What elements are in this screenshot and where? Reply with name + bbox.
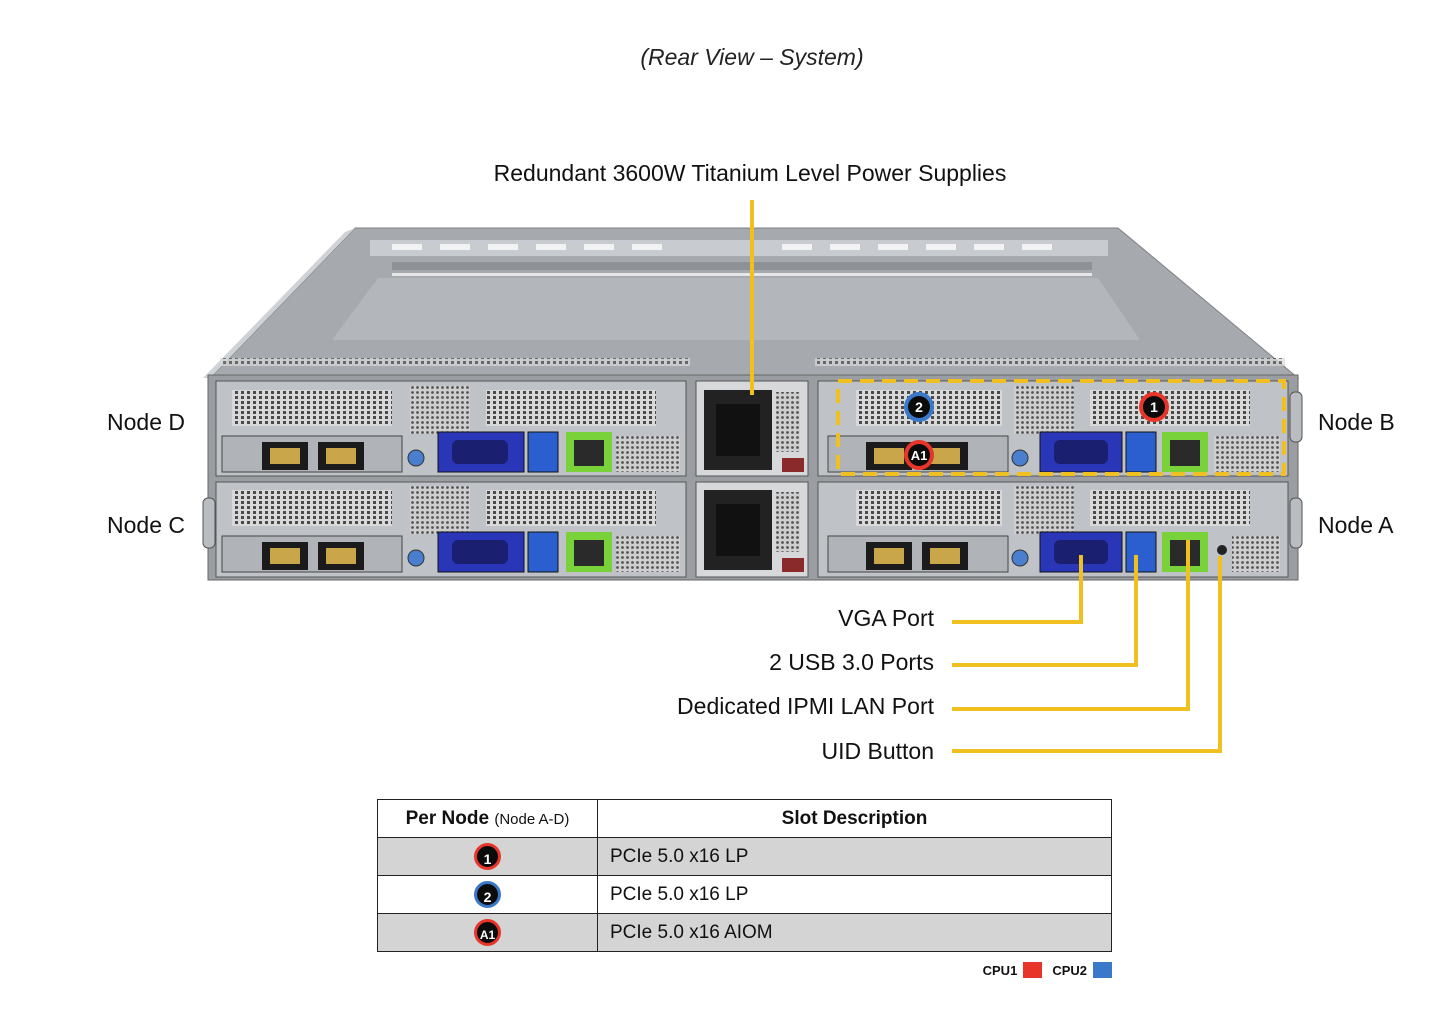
legend-cpu1-swatch xyxy=(1023,962,1043,978)
slot-1-icon: 1 xyxy=(474,843,501,870)
header-slot-description: Slot Description xyxy=(597,799,1112,838)
server-rear-view: 2 1 A1 xyxy=(202,200,1303,753)
psu-top xyxy=(695,380,809,477)
table-header-row: Per Node (Node A-D) Slot Description xyxy=(377,799,1112,838)
svg-text:2: 2 xyxy=(915,399,923,415)
slot-description: PCIe 5.0 x16 LP xyxy=(597,837,1112,876)
node-b-highlight xyxy=(836,379,1286,476)
node-b-label: Node B xyxy=(1318,409,1395,435)
slot-description: PCIe 5.0 x16 AIOM xyxy=(597,913,1112,952)
vga-port-label: VGA Port xyxy=(838,605,934,631)
node-a-panel xyxy=(817,481,1289,578)
slot-description: PCIe 5.0 x16 LP xyxy=(597,875,1112,914)
legend-cpu2-label: CPU2 xyxy=(1052,962,1087,978)
slot-table: Per Node (Node A-D) Slot Description 1 P… xyxy=(377,799,1112,952)
uid-button-label: UID Button xyxy=(821,738,935,764)
slot-badge-2-icon: 2 xyxy=(904,392,934,422)
ipmi-callout-line xyxy=(952,540,1190,711)
node-a-label: Node A xyxy=(1318,512,1394,538)
uid-callout-line xyxy=(952,556,1222,753)
usb-callout-line xyxy=(952,555,1138,667)
slot-badge-1-icon: 1 xyxy=(1139,392,1169,422)
psu-label: Redundant 3600W Titanium Level Power Sup… xyxy=(493,160,1007,186)
node-c-label: Node C xyxy=(107,512,185,538)
vga-callout-line xyxy=(952,555,1083,624)
legend-cpu1-label: CPU1 xyxy=(982,962,1018,978)
psu-bottom xyxy=(695,481,809,578)
node-c-panel xyxy=(215,481,687,578)
header-per-node-sub: (Node A-D) xyxy=(494,810,570,828)
node-d-label: Node D xyxy=(107,409,185,435)
node-d-panel xyxy=(215,380,687,477)
node-b-panel xyxy=(817,380,1289,477)
header-per-node: Per Node (Node A-D) xyxy=(377,799,598,838)
table-row: 2 PCIe 5.0 x16 LP xyxy=(377,875,1112,914)
slot-badge-cell: A1 xyxy=(377,913,598,952)
table-row: A1 PCIe 5.0 x16 AIOM xyxy=(377,913,1112,952)
usb-ports-label: 2 USB 3.0 Ports xyxy=(769,649,934,675)
slot-badge-cell: 1 xyxy=(377,837,598,876)
slot-a1-icon: A1 xyxy=(474,919,501,946)
slot-badge-cell: 2 xyxy=(377,875,598,914)
svg-text:A1: A1 xyxy=(911,448,928,463)
header-per-node-text: Per Node xyxy=(405,807,490,829)
cpu-legend: CPU1 CPU2 xyxy=(983,962,1112,978)
table-row: 1 PCIe 5.0 x16 LP xyxy=(377,837,1112,876)
legend-cpu2-swatch xyxy=(1093,962,1112,978)
svg-text:1: 1 xyxy=(1150,399,1158,415)
slot-badge-a1-icon: A1 xyxy=(904,440,934,470)
ipmi-port-label: Dedicated IPMI LAN Port xyxy=(677,693,934,719)
slot-2-icon: 2 xyxy=(474,881,501,908)
figure-title: (Rear View – System) xyxy=(640,44,864,70)
